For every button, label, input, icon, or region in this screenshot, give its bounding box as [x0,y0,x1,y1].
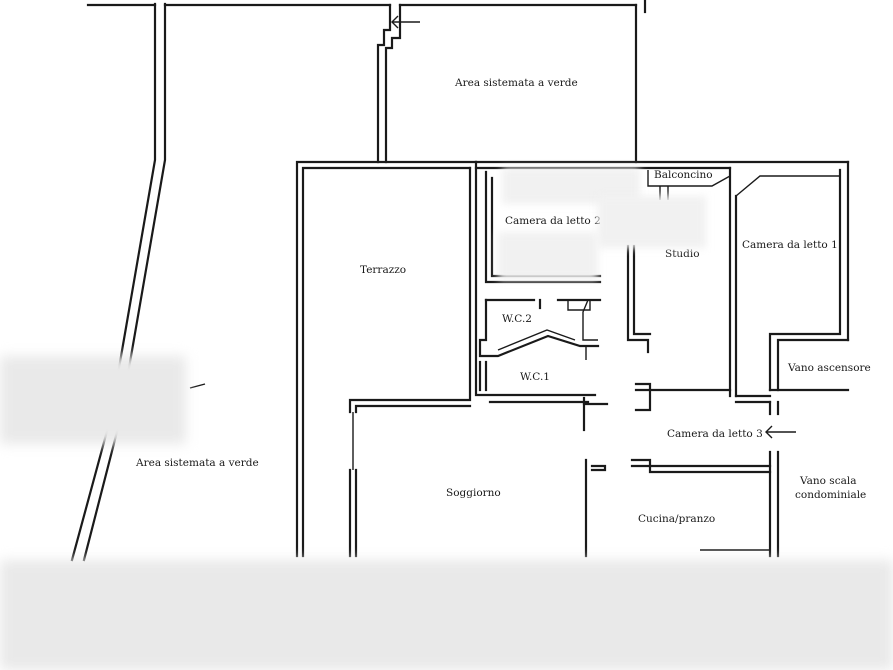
label-kitchen: Cucina/pranzo [638,513,715,525]
redaction-patch-left [0,356,186,444]
label-garden-top: Area sistemata a verde [454,77,578,89]
label-elevator: Vano ascensore [787,362,871,374]
label-terrace: Terrazzo [360,264,406,276]
label-stair-line2: condominiale [795,489,866,501]
label-garden-left: Area sistemata a verde [135,457,259,469]
side-arrow-icon [189,383,206,389]
arrow-icon [765,425,796,439]
garden-boundary [70,0,647,562]
redaction-patch-bedroom2 [498,232,598,280]
label-stair-line1: Vano scala [799,475,856,487]
label-balcony: Balconcino [654,169,713,181]
interior-walls [348,160,840,558]
top-garden-walls [376,3,420,164]
label-studio: Studio [665,248,700,260]
label-bedroom1: Camera da letto 1 [742,239,838,251]
label-living: Soggiorno [446,487,501,499]
redaction-patch-studio [598,196,706,248]
label-wc2: W.C.2 [502,313,532,325]
label-bedroom3: Camera da letto 3 [667,428,763,440]
label-wc1: W.C.1 [520,371,550,383]
label-bedroom2: Camera da letto 2 [505,215,601,227]
redaction-bottom-band [0,560,893,670]
apartment-outer-walls [295,160,850,558]
